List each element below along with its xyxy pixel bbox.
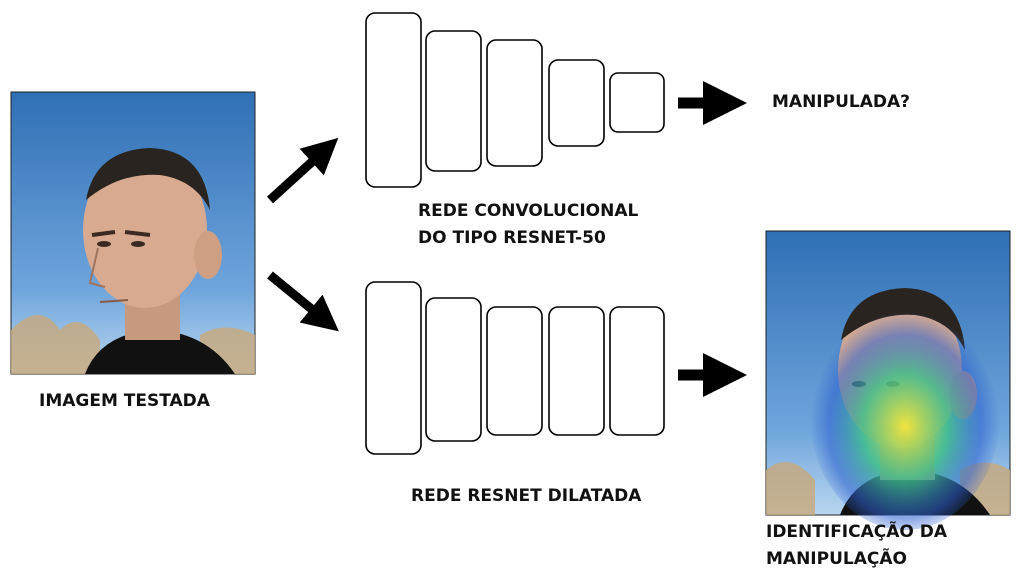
output-label-line2: MANIPULAÇÃO xyxy=(766,549,907,569)
output-photo xyxy=(765,230,1011,530)
input-image-label: IMAGEM TESTADA xyxy=(39,391,210,411)
cnn-block-4 xyxy=(548,59,605,147)
cnn-block-2 xyxy=(425,30,482,172)
arrow-to-dilated xyxy=(267,271,339,332)
dilated-block-4 xyxy=(548,306,605,436)
cnn-block-3 xyxy=(486,39,543,167)
dilated-blocks xyxy=(365,281,665,455)
dilated-block-2 xyxy=(425,297,482,442)
input-photo xyxy=(10,91,256,375)
arrow-to-cnn xyxy=(266,137,339,204)
cnn-block-1 xyxy=(365,12,422,188)
output-label: IDENTIFICAÇÃO DA MANIPULAÇÃO xyxy=(766,519,1016,573)
cnn-output-label: MANIPULADA? xyxy=(772,92,911,112)
dilated-block-3 xyxy=(486,306,543,436)
cnn-blocks xyxy=(365,12,665,188)
heatmap-overlay xyxy=(810,300,1000,530)
arrows xyxy=(266,81,747,397)
dilated-block-5 xyxy=(609,306,665,436)
cnn-block-5 xyxy=(609,72,665,133)
dilated-net-label: REDE RESNET DILATADA xyxy=(411,486,642,506)
cnn-label-line2: DO TIPO RESNET-50 xyxy=(418,228,606,248)
output-label-line1: IDENTIFICAÇÃO DA xyxy=(766,522,948,542)
dilated-block-1 xyxy=(365,281,422,455)
cnn-label: REDE CONVOLUCIONAL DO TIPO RESNET-50 xyxy=(418,198,678,252)
cnn-label-line1: REDE CONVOLUCIONAL xyxy=(418,201,639,221)
